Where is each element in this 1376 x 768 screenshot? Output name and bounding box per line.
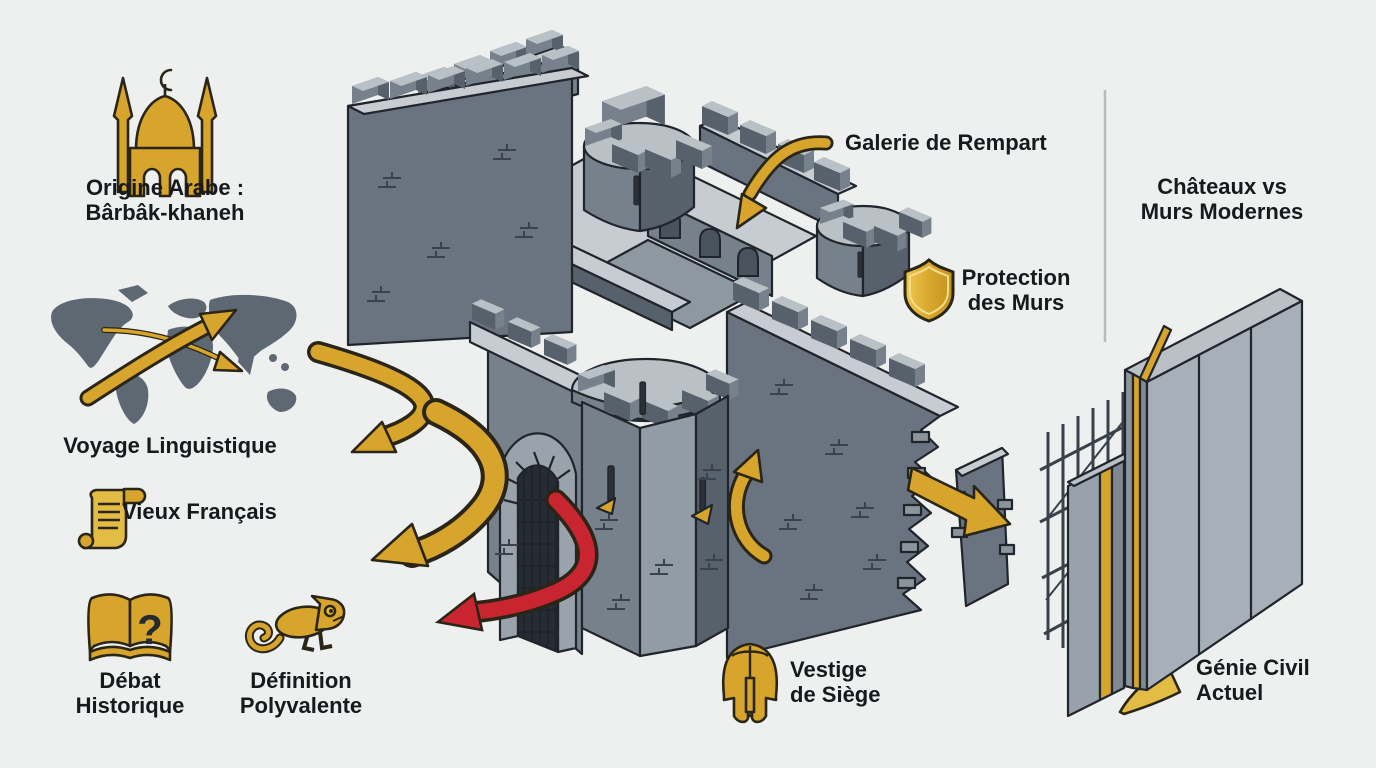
map-journey-arrows	[79, 308, 244, 407]
world-map-icon	[51, 285, 297, 424]
question-mark: ?	[137, 606, 163, 653]
definition-line1: Définition	[250, 668, 352, 693]
gallery-arrow	[735, 135, 834, 230]
mosque-icon	[112, 68, 218, 198]
flow-arrows	[307, 135, 1012, 632]
helmet-icon	[721, 642, 779, 724]
protection-label: Protection des Murs	[961, 265, 1071, 315]
scroll-icon	[77, 487, 147, 550]
arrow-slit-dart	[690, 503, 714, 526]
castle-inner-courtyard	[540, 194, 774, 332]
comparison-line1: Châteaux vs	[1157, 174, 1287, 199]
curved-up-arrow	[727, 448, 773, 565]
origin-label: Origine Arabe : Bârbâk-khaneh	[85, 175, 245, 225]
journey-label: Voyage Linguistique	[63, 433, 277, 458]
shield-icon	[903, 258, 955, 323]
origin-line1: Origine Arabe :	[85, 175, 245, 200]
gallery-label: Galerie de Rempart	[845, 130, 1047, 155]
debate-line2: Historique	[75, 692, 185, 718]
arrow-slit-dart	[595, 496, 617, 516]
protection-line1: Protection	[961, 265, 1071, 290]
castle-right-ruined-wall	[725, 277, 960, 660]
castle-gatehouse-tower	[570, 357, 739, 658]
origin-line2: Bârbâk-khaneh	[85, 199, 245, 225]
siege-line2: de Siège	[790, 681, 881, 707]
comparison-line2: Murs Modernes	[1140, 198, 1304, 224]
concrete-wall-slab	[1123, 287, 1304, 692]
engineering-label: Génie Civil Actuel	[1196, 655, 1310, 705]
open-book-question-icon: ?	[87, 593, 173, 662]
castle-northeast-tower	[815, 199, 932, 298]
chameleon-icon	[244, 594, 346, 654]
modern-wall-illustration	[1039, 287, 1304, 718]
left-arrow-upper	[307, 341, 436, 454]
castle-illustration	[346, 30, 1016, 660]
red-siege-arrow	[434, 489, 599, 632]
siege-label: Vestige de Siège	[790, 657, 881, 707]
castle-northwest-tower	[582, 86, 712, 233]
inner-wall-layer	[1066, 452, 1132, 718]
right-breach-arrow	[906, 466, 1012, 538]
debate-label: Débat Historique	[75, 668, 185, 718]
castle-gatehouse-wall	[468, 299, 584, 656]
left-arrow-lower	[370, 398, 509, 568]
comparison-label: Châteaux vs Murs Modernes	[1140, 174, 1304, 224]
castle-left-wall	[346, 46, 590, 347]
engineering-line2: Actuel	[1196, 679, 1264, 705]
siege-line1: Vestige	[790, 657, 868, 682]
engineering-line1: Génie Civil	[1196, 655, 1310, 680]
definition-label: Définition Polyvalente	[239, 668, 363, 718]
old-french-label: Vieux Français	[122, 499, 277, 524]
definition-line2: Polyvalente	[239, 692, 363, 718]
debate-line1: Débat	[99, 668, 161, 693]
protection-line2: des Murs	[967, 289, 1065, 315]
